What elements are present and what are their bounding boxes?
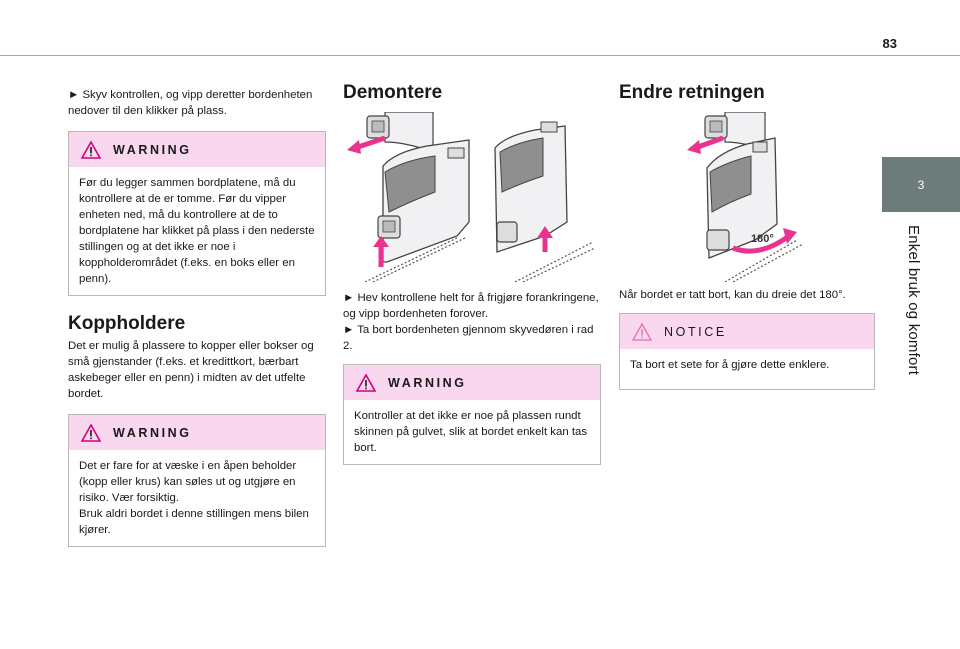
rotation-body: Når bordet er tatt bort, kan du dreie de…	[619, 289, 846, 301]
warning-label: WARNING	[113, 142, 192, 157]
notice-header: NOTICE	[620, 314, 874, 349]
column-3: Endre retningen	[619, 82, 875, 103]
column-1: ► Skyv kontrollen, og vipp deretter bord…	[68, 87, 326, 547]
warning-box-1: WARNING Før du legger sammen bordplatene…	[68, 131, 326, 296]
demontere-step-2: ► Ta bort bordenheten gjennom skyvedøren…	[343, 324, 594, 352]
notice-box: NOTICE Ta bort et sete for å gjøre dette…	[619, 313, 875, 390]
warning-box-2: WARNING Det er fare for at væske i en åp…	[68, 414, 326, 547]
warning-label: WARNING	[113, 425, 192, 440]
notice-label: NOTICE	[664, 324, 727, 339]
section-heading-demontere: Demontere	[343, 82, 443, 103]
column-3-text: Når bordet er tatt bort, kan du dreie de…	[619, 287, 875, 390]
rotation-label: 180°	[751, 233, 774, 245]
warning-header: WARNING	[69, 415, 325, 450]
chapter-title: Enkel bruk og komfort	[905, 225, 922, 376]
section-heading-endre-retningen: Endre retningen	[619, 82, 765, 103]
warning-header: WARNING	[69, 132, 325, 167]
warning-text: Det er fare for at væske i en åpen behol…	[69, 450, 325, 546]
notice-text: Ta bort et sete for å gjøre dette enkler…	[630, 359, 830, 371]
warning-text: Kontroller at det ikke er noe på plassen…	[354, 410, 588, 454]
warning-text-line: Bruk aldri bordet i denne stillingen men…	[79, 508, 309, 536]
koppholdere-body: Det er mulig å plassere to kopper eller …	[68, 340, 314, 400]
section-heading-koppholdere: Koppholdere	[68, 313, 186, 334]
warning-text: Før du legger sammen bordplatene, må du …	[79, 177, 315, 285]
demontere-step-1: ► Hev kontrollene helt for å frigjøre fo…	[343, 292, 599, 320]
warning-icon	[81, 140, 101, 159]
rotation-illustration	[687, 112, 804, 282]
column-2: Demontere	[343, 82, 601, 103]
warning-icon	[356, 373, 376, 392]
page-number: 83	[882, 36, 897, 51]
warning-box-3: WARNING Kontroller at det ikke er noe på…	[343, 364, 601, 465]
column-2-text: ► Hev kontrollene helt for å frigjøre fo…	[343, 290, 601, 465]
intro-step: ► Skyv kontrollen, og vipp deretter bord…	[68, 89, 313, 117]
warning-label: WARNING	[388, 375, 467, 390]
warning-text-line: Det er fare for at væske i en åpen behol…	[79, 460, 297, 504]
warning-header: WARNING	[344, 365, 600, 400]
notice-icon	[632, 322, 652, 341]
header-rule	[0, 55, 960, 56]
demontere-illustration	[347, 112, 595, 282]
warning-icon	[81, 423, 101, 442]
chapter-tab[interactable]: 3	[882, 157, 960, 212]
